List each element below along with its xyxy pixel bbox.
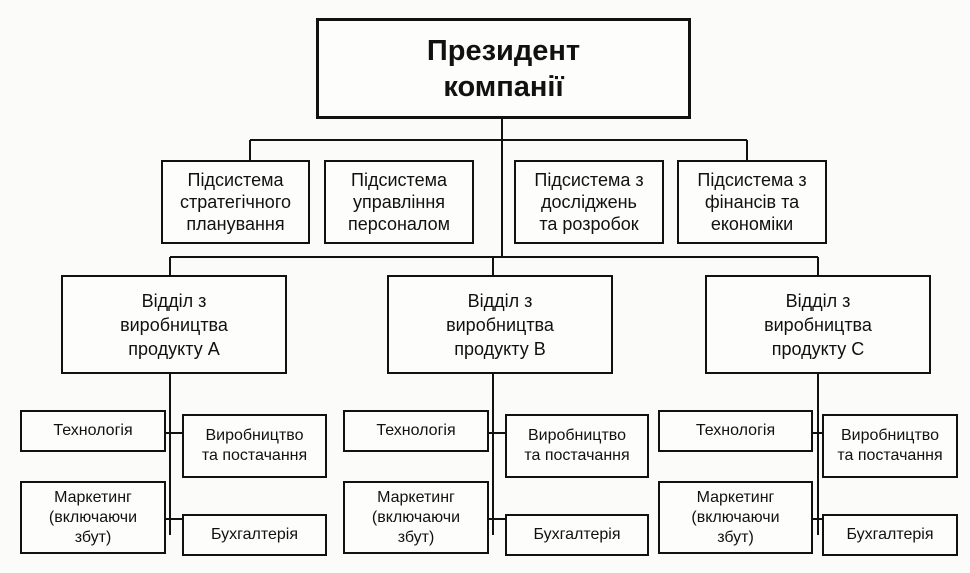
president-box: Президент компанії xyxy=(316,18,691,119)
department-product-c: Відділ з виробництва продукту С xyxy=(705,275,931,374)
unit-technology: Технологія xyxy=(343,410,489,452)
unit-accounting: Бухгалтерія xyxy=(822,514,958,556)
subsystem-strategic-planning: Підсистема стратегічного планування xyxy=(161,160,310,244)
department-product-a: Відділ з виробництва продукту А xyxy=(61,275,287,374)
subsystem-finance-economics: Підсистема з фінансів та економіки xyxy=(677,160,827,244)
unit-marketing: Маркетинг (включаючи збут) xyxy=(20,481,166,554)
unit-marketing: Маркетинг (включаючи збут) xyxy=(658,481,813,554)
unit-production-supply: Виробництво та постачання xyxy=(822,414,958,478)
unit-production-supply: Виробництво та постачання xyxy=(182,414,327,478)
unit-marketing: Маркетинг (включаючи збут) xyxy=(343,481,489,554)
unit-accounting: Бухгалтерія xyxy=(182,514,327,556)
unit-accounting: Бухгалтерія xyxy=(505,514,649,556)
unit-technology: Технологія xyxy=(658,410,813,452)
subsystem-research-development: Підсистема з досліджень та розробок xyxy=(514,160,664,244)
unit-production-supply: Виробництво та постачання xyxy=(505,414,649,478)
department-product-b: Відділ з виробництва продукту В xyxy=(387,275,613,374)
subsystem-personnel-management: Підсистема управління персоналом xyxy=(324,160,474,244)
unit-technology: Технологія xyxy=(20,410,166,452)
